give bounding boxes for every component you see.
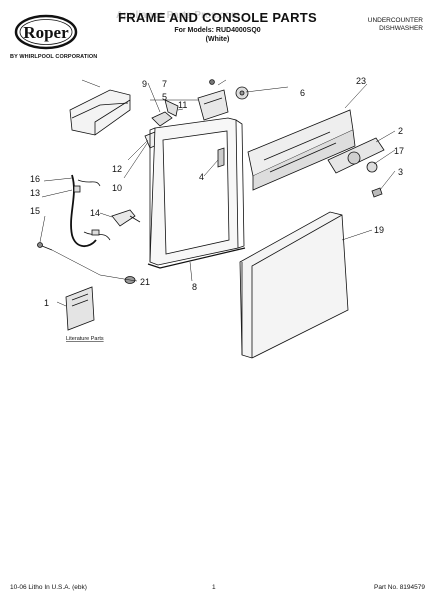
callout-4: 4: [199, 172, 204, 182]
part-23-console-panel: [247, 109, 356, 191]
part-3-clip: [371, 187, 383, 198]
callout-5: 5: [162, 92, 167, 102]
page-title: FRAME AND CONSOLE PARTS: [117, 10, 317, 25]
part-19-door-panel: [239, 211, 349, 359]
part-1-literature: [65, 286, 95, 331]
callout-19: 19: [374, 225, 384, 235]
callout-3: 3: [398, 167, 403, 177]
callout-21: 21: [140, 277, 150, 287]
brand-subtitle: BY WHIRLPOOL CORPORATION: [10, 54, 98, 60]
footer-part-number: Part No. 8194579: [374, 584, 425, 591]
svg-text:Roper: Roper: [23, 23, 69, 42]
product-line-2: DISHWASHER: [379, 25, 423, 32]
footer-litho: 10-06 Litho In U.S.A. (ebk): [10, 584, 87, 591]
callout-1: 1: [44, 298, 49, 308]
callout-6: 6: [300, 88, 305, 98]
callout-9: 9: [142, 79, 147, 89]
models-line: For Models: RUD4000SQ0: [174, 27, 261, 34]
leader-lines: [39, 79, 396, 307]
callout-8: 8: [192, 282, 197, 292]
callout-12: 12: [112, 164, 122, 174]
part-14-component: [111, 209, 141, 227]
part-8-door-frame: [147, 117, 246, 269]
part-13-wire-harness: [70, 174, 111, 248]
part-17-knob: [366, 161, 378, 173]
footer-page-number: 1: [212, 584, 216, 591]
part-5-switch: [197, 89, 229, 121]
part-6-latch: [235, 86, 249, 100]
part-16-bracket: [69, 89, 131, 136]
callout-11: 11: [178, 100, 187, 110]
callout-16: 16: [30, 174, 40, 184]
part-15-screw: [37, 242, 53, 251]
product-line-1: UNDERCOUNTER: [367, 17, 423, 24]
callout-7: 7: [162, 79, 167, 89]
callout-13: 13: [30, 188, 40, 198]
color-line: (White): [205, 36, 230, 43]
watermark: Appliance Parts Pros.com: [116, 10, 240, 21]
callout-23: 23: [356, 76, 366, 86]
roper-logo: Roper: [14, 14, 78, 50]
part-2-control-panel: [327, 137, 385, 174]
product-type: UNDERCOUNTER DISHWASHER: [368, 17, 423, 33]
callout-10: 10: [112, 183, 122, 193]
callout-17: 17: [394, 146, 404, 156]
literature-parts-label: Literature Parts: [66, 336, 104, 342]
part-7-screw: [209, 79, 215, 85]
callout-14: 14: [90, 208, 100, 218]
callout-15: 15: [30, 206, 40, 216]
callout-2: 2: [398, 126, 403, 136]
